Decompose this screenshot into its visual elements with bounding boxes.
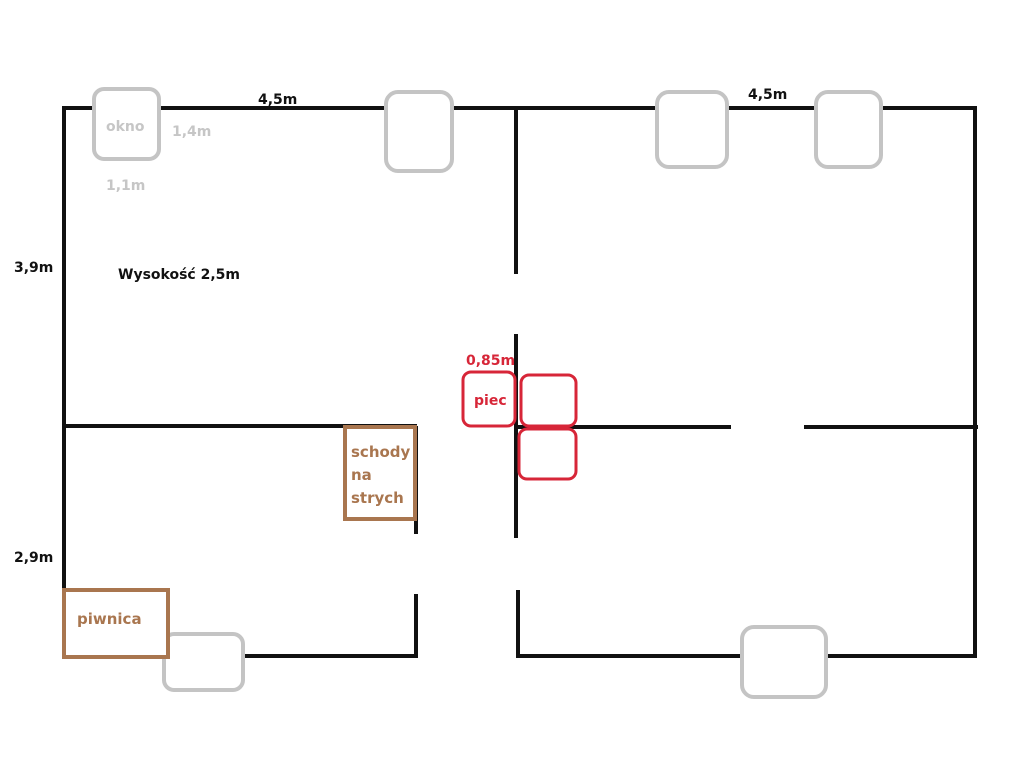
- left-upper-height-label: 3,9m: [14, 260, 53, 276]
- window-bottom-2: [740, 625, 828, 699]
- left-lower-height-label: 2,9m: [14, 550, 53, 566]
- window-top-1: [92, 87, 161, 161]
- window-top-3: [655, 90, 729, 169]
- window-width-label: 1,1m: [106, 178, 145, 194]
- ceiling-height-label: Wysokość 2,5m: [118, 267, 240, 283]
- top-left-width-label: 4,5m: [258, 92, 297, 108]
- window-top-2: [384, 90, 454, 173]
- window-top-4: [814, 90, 883, 169]
- labels: 4,5m 4,5m 3,9m 2,9m Wysokość 2,5m okno 1…: [14, 87, 787, 628]
- window-height-label: 1,4m: [172, 124, 211, 140]
- stairs-label-line2: na: [351, 466, 372, 484]
- stove-box-lower-right: [517, 427, 578, 481]
- stove-width-label: 0,85m: [466, 353, 515, 369]
- stove: [461, 370, 578, 481]
- top-right-width-label: 4,5m: [748, 87, 787, 103]
- stairs-box: [343, 425, 417, 521]
- window-name-label: okno: [106, 119, 145, 135]
- stairs-and-cellar: [62, 425, 417, 659]
- stove-box-upper-right: [519, 373, 578, 428]
- stairs-label-line1: schody: [351, 443, 411, 461]
- window-bottom-1: [162, 632, 245, 692]
- stove-name-label: piec: [474, 393, 507, 409]
- cellar-box: [62, 588, 170, 659]
- stairs-label-line3: strych: [351, 489, 404, 507]
- stove-box: [461, 370, 517, 428]
- cellar-label: piwnica: [77, 610, 142, 628]
- windows: [92, 87, 883, 699]
